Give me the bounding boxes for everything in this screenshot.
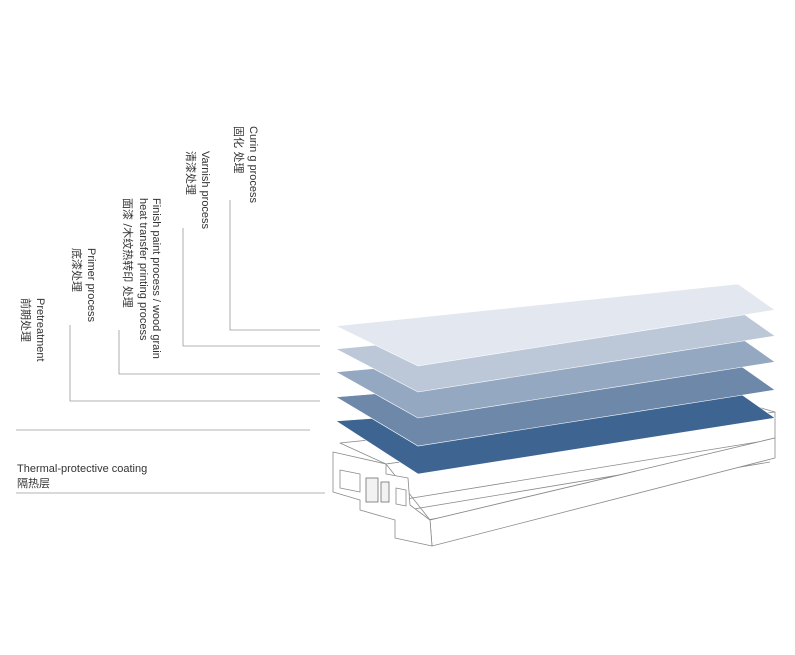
varnish-label-cn: 清漆处理 [184, 151, 197, 195]
finish-label-en-1: Finish paint process / wood grain [150, 198, 162, 359]
primer-label-en: Primer process [85, 248, 97, 322]
thermal-label-cn: 隔热层 [17, 477, 50, 490]
profile-inner-chamber [339, 469, 361, 493]
finish-label-en-2: heat transfer printing process [137, 198, 149, 341]
curing-leader [229, 200, 320, 331]
profile-inner-chamber-2 [395, 487, 407, 507]
primer-label-cn: 底漆处理 [70, 248, 84, 292]
leader-lines [16, 200, 325, 494]
curing-label-cn: 固化 处理 [232, 126, 246, 174]
finish-label-cn: 面漆 /木纹热转印 处理 [121, 198, 135, 308]
primer-leader [69, 325, 320, 402]
profile-groove-1 [399, 439, 771, 501]
process-labels: Curin g process 固化 处理 Varnish process 清漆… [17, 126, 259, 490]
pretreatment-label-cn: 前期处理 [19, 298, 33, 342]
curing-label-en: Curin g process [247, 126, 259, 204]
varnish-label-en: Varnish process [199, 151, 211, 230]
curing-layer [334, 283, 776, 367]
coating-layers [334, 283, 776, 475]
thermal-break-strip-2 [380, 481, 390, 503]
varnish-leader [182, 228, 320, 347]
finish-leader [118, 330, 320, 375]
thermal-break-strip [365, 477, 379, 503]
pretreatment-label-en: Pretreatment [34, 298, 46, 362]
thermal-label-en: Thermal-protective coating [17, 463, 147, 475]
